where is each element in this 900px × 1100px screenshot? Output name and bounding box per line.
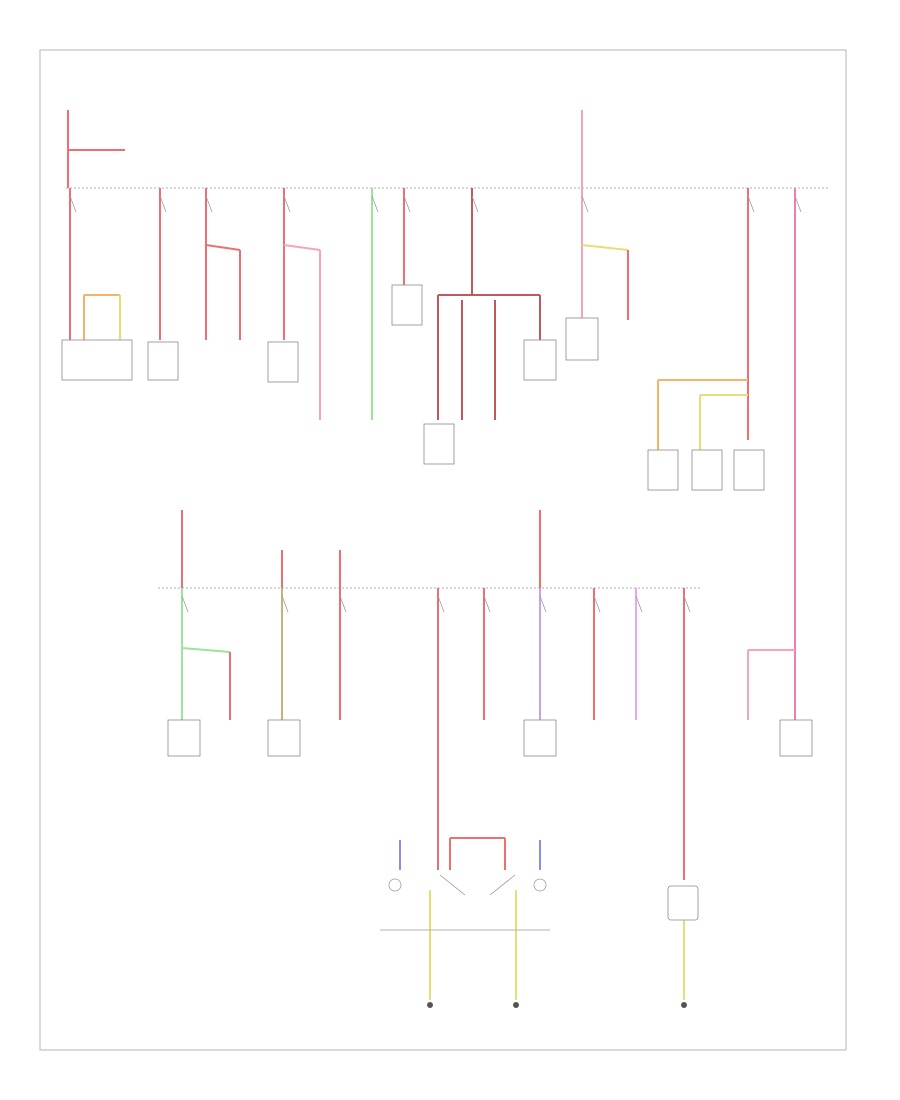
component-box xyxy=(391,284,423,326)
lower-fuses xyxy=(181,595,691,613)
lower-fuse-branches xyxy=(181,510,795,880)
components xyxy=(61,284,813,921)
component-box xyxy=(523,339,557,381)
component-box xyxy=(691,449,723,491)
ground-points xyxy=(427,1002,687,1008)
diagram-border xyxy=(39,49,847,1051)
upper-fuses xyxy=(69,195,802,213)
component-box xyxy=(61,339,133,381)
component-box xyxy=(523,719,557,757)
component-box xyxy=(267,719,301,757)
component-box xyxy=(167,719,201,757)
relay-section xyxy=(380,837,685,1000)
component-box xyxy=(267,341,299,383)
component-box xyxy=(565,317,599,361)
component-box xyxy=(423,423,455,465)
component-box xyxy=(779,719,813,757)
component-box xyxy=(733,449,765,491)
upper-fuse-branches xyxy=(69,188,796,720)
component-box xyxy=(147,341,179,381)
component-box xyxy=(647,449,679,491)
component-box xyxy=(667,885,699,921)
